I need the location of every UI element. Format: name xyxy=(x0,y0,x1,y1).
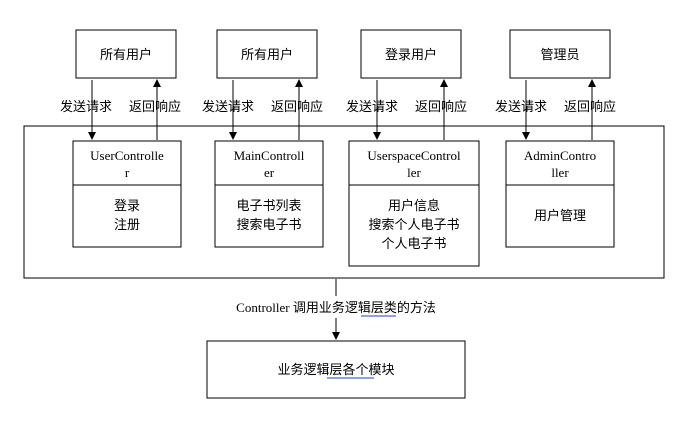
controller-name-line1: MainControll xyxy=(234,148,305,163)
controller-item: 用户信息 xyxy=(388,198,440,214)
user-box-4: 管理员 xyxy=(509,29,611,79)
response-label: 返回响应 xyxy=(564,99,616,115)
controller-name-line2: er xyxy=(264,165,275,180)
arrows-group-2: 发送请求 返回响应 xyxy=(202,79,323,140)
user-label: 登录用户 xyxy=(385,47,437,63)
controller-admin: AdminContro ller 用户管理 xyxy=(505,140,615,248)
controller-item: 搜索个人电子书 xyxy=(368,218,459,233)
controller-item: 电子书列表 xyxy=(236,199,301,214)
controller-main: MainControll er 电子书列表 搜索电子书 xyxy=(214,140,324,248)
send-label: 发送请求 xyxy=(495,99,547,115)
send-label: 发送请求 xyxy=(346,99,398,115)
module-label: 业务逻辑层各个模块 xyxy=(277,362,394,378)
response-label: 返回响应 xyxy=(129,99,181,115)
user-label: 管理员 xyxy=(540,48,579,63)
controller-item: 用户管理 xyxy=(534,208,586,224)
arrows-group-1: 发送请求 返回响应 xyxy=(60,79,181,140)
controller-name-line1: UserControlle xyxy=(90,148,164,163)
controller-item: 个人电子书 xyxy=(381,237,446,252)
arrows-group-4: 发送请求 返回响应 xyxy=(495,79,616,140)
user-label: 所有用户 xyxy=(241,47,293,63)
controller-name-line2: ller xyxy=(551,165,569,180)
business-logic-box: 业务逻辑层各个模块 xyxy=(206,340,466,399)
controller-item: 注册 xyxy=(114,218,140,233)
controller-user: UserControlle r 登录 注册 xyxy=(72,140,182,248)
send-label: 发送请求 xyxy=(202,99,254,115)
arrows-group-3: 发送请求 返回响应 xyxy=(346,79,467,140)
response-label: 返回响应 xyxy=(271,99,323,115)
user-box-1: 所有用户 xyxy=(75,29,177,79)
controller-item: 登录 xyxy=(114,199,140,214)
controller-name-line2: r xyxy=(125,165,130,180)
controller-name-line2: ler xyxy=(407,165,421,180)
response-label: 返回响应 xyxy=(415,99,467,115)
controller-userspace: UserspaceControl ler 用户信息 搜索个人电子书 个人电子书 xyxy=(348,140,480,267)
user-box-2: 所有用户 xyxy=(216,29,318,79)
controller-name-line1: UserspaceControl xyxy=(367,148,461,163)
user-label: 所有用户 xyxy=(100,47,152,63)
controller-item: 搜索电子书 xyxy=(236,218,301,233)
controller-name-line1: AdminContro xyxy=(524,148,596,163)
send-label: 发送请求 xyxy=(60,99,112,115)
user-box-3: 登录用户 xyxy=(360,29,462,79)
call-label: Controller 调用业务逻辑层类的方法 xyxy=(236,300,436,315)
